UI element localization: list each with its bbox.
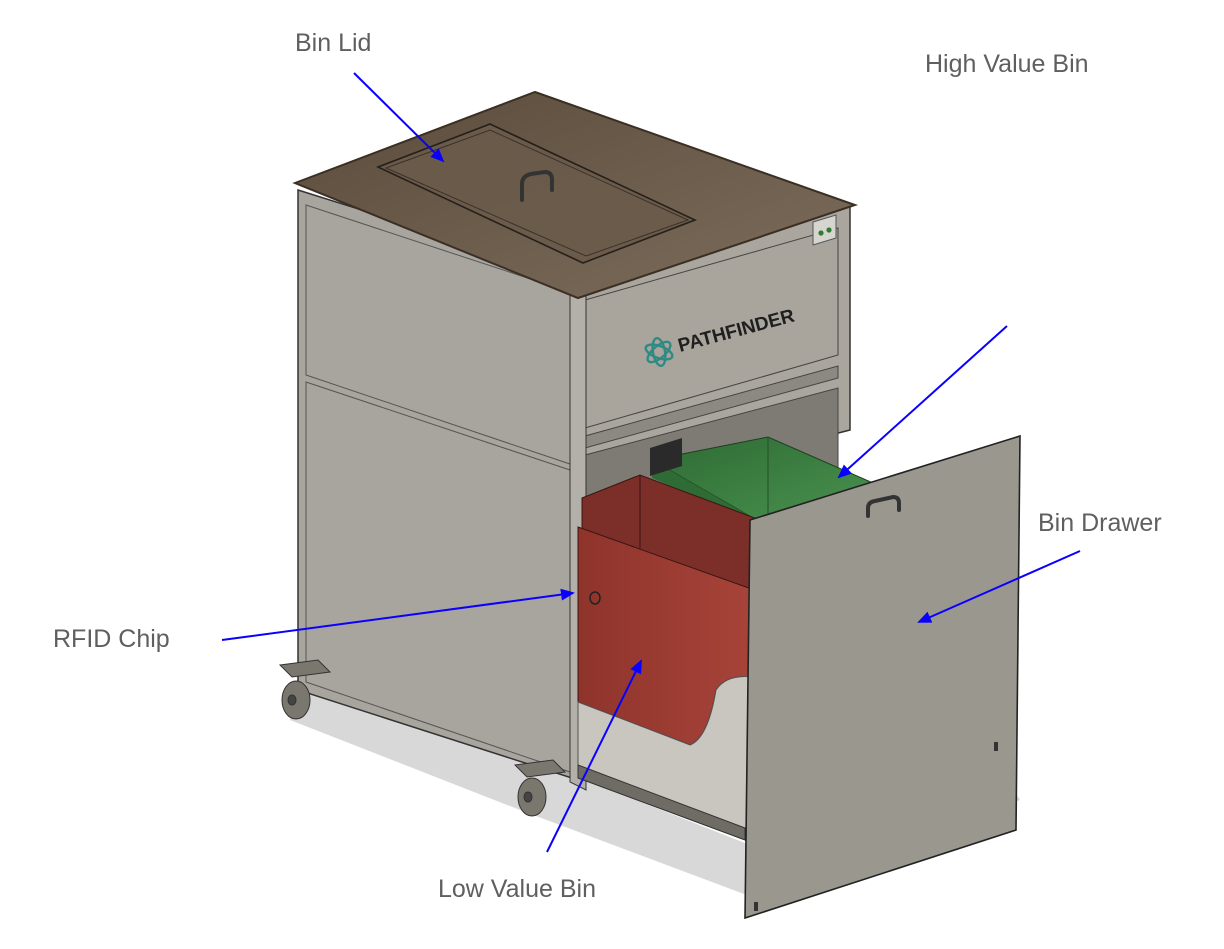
bin-lid-shape — [292, 90, 859, 300]
low-value-bin-shape — [577, 474, 761, 839]
arrow-low-value-bin — [546, 659, 642, 853]
callout-rfid-chip: RFID Chip — [53, 625, 170, 653]
drawer-slide-rail — [577, 764, 746, 841]
brand-logo — [644, 336, 674, 368]
callout-bin-lid: Bin Lid — [295, 29, 372, 57]
lid-handle — [520, 169, 554, 202]
arrow-bin-drawer — [917, 550, 1081, 623]
arrow-rfid-chip — [221, 588, 575, 641]
callout-high-value-bin: High Value Bin — [925, 50, 1089, 78]
arrow-bin-lid — [353, 72, 445, 163]
rfid-chip-shape — [589, 591, 601, 605]
drawer-handle — [866, 494, 901, 518]
hinge-plate — [812, 214, 837, 246]
callout-low-value-bin: Low Value Bin — [438, 875, 596, 903]
bin-drawer-shape — [744, 434, 1021, 920]
caster-wheels — [278, 659, 567, 817]
callout-arrows — [221, 72, 1081, 853]
arrow-high-value-bin — [837, 325, 1008, 479]
callout-bin-drawer: Bin Drawer — [1038, 509, 1162, 537]
